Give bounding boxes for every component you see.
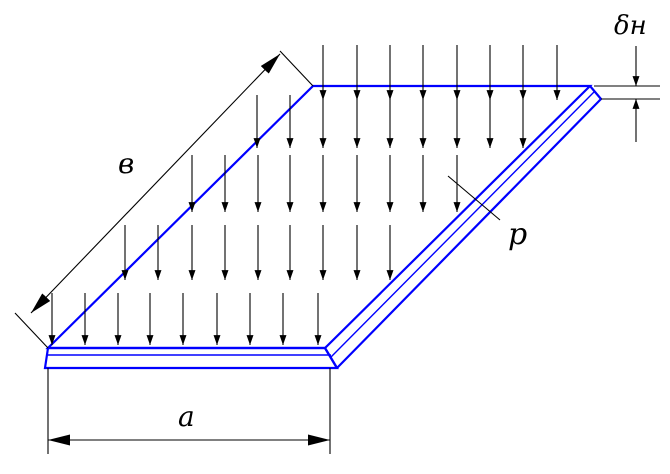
dimension-b	[14, 50, 314, 349]
dimension-a	[47, 368, 331, 454]
label-side-a: a	[178, 400, 195, 433]
load-arrows	[48, 45, 561, 345]
label-side-b: в	[118, 147, 134, 180]
label-thickness: δн	[614, 11, 647, 41]
label-load-p: p	[508, 217, 527, 252]
plate-right-edge	[336, 85, 603, 369]
plate-front-edge	[43, 346, 339, 370]
dimension-thickness	[594, 46, 660, 142]
